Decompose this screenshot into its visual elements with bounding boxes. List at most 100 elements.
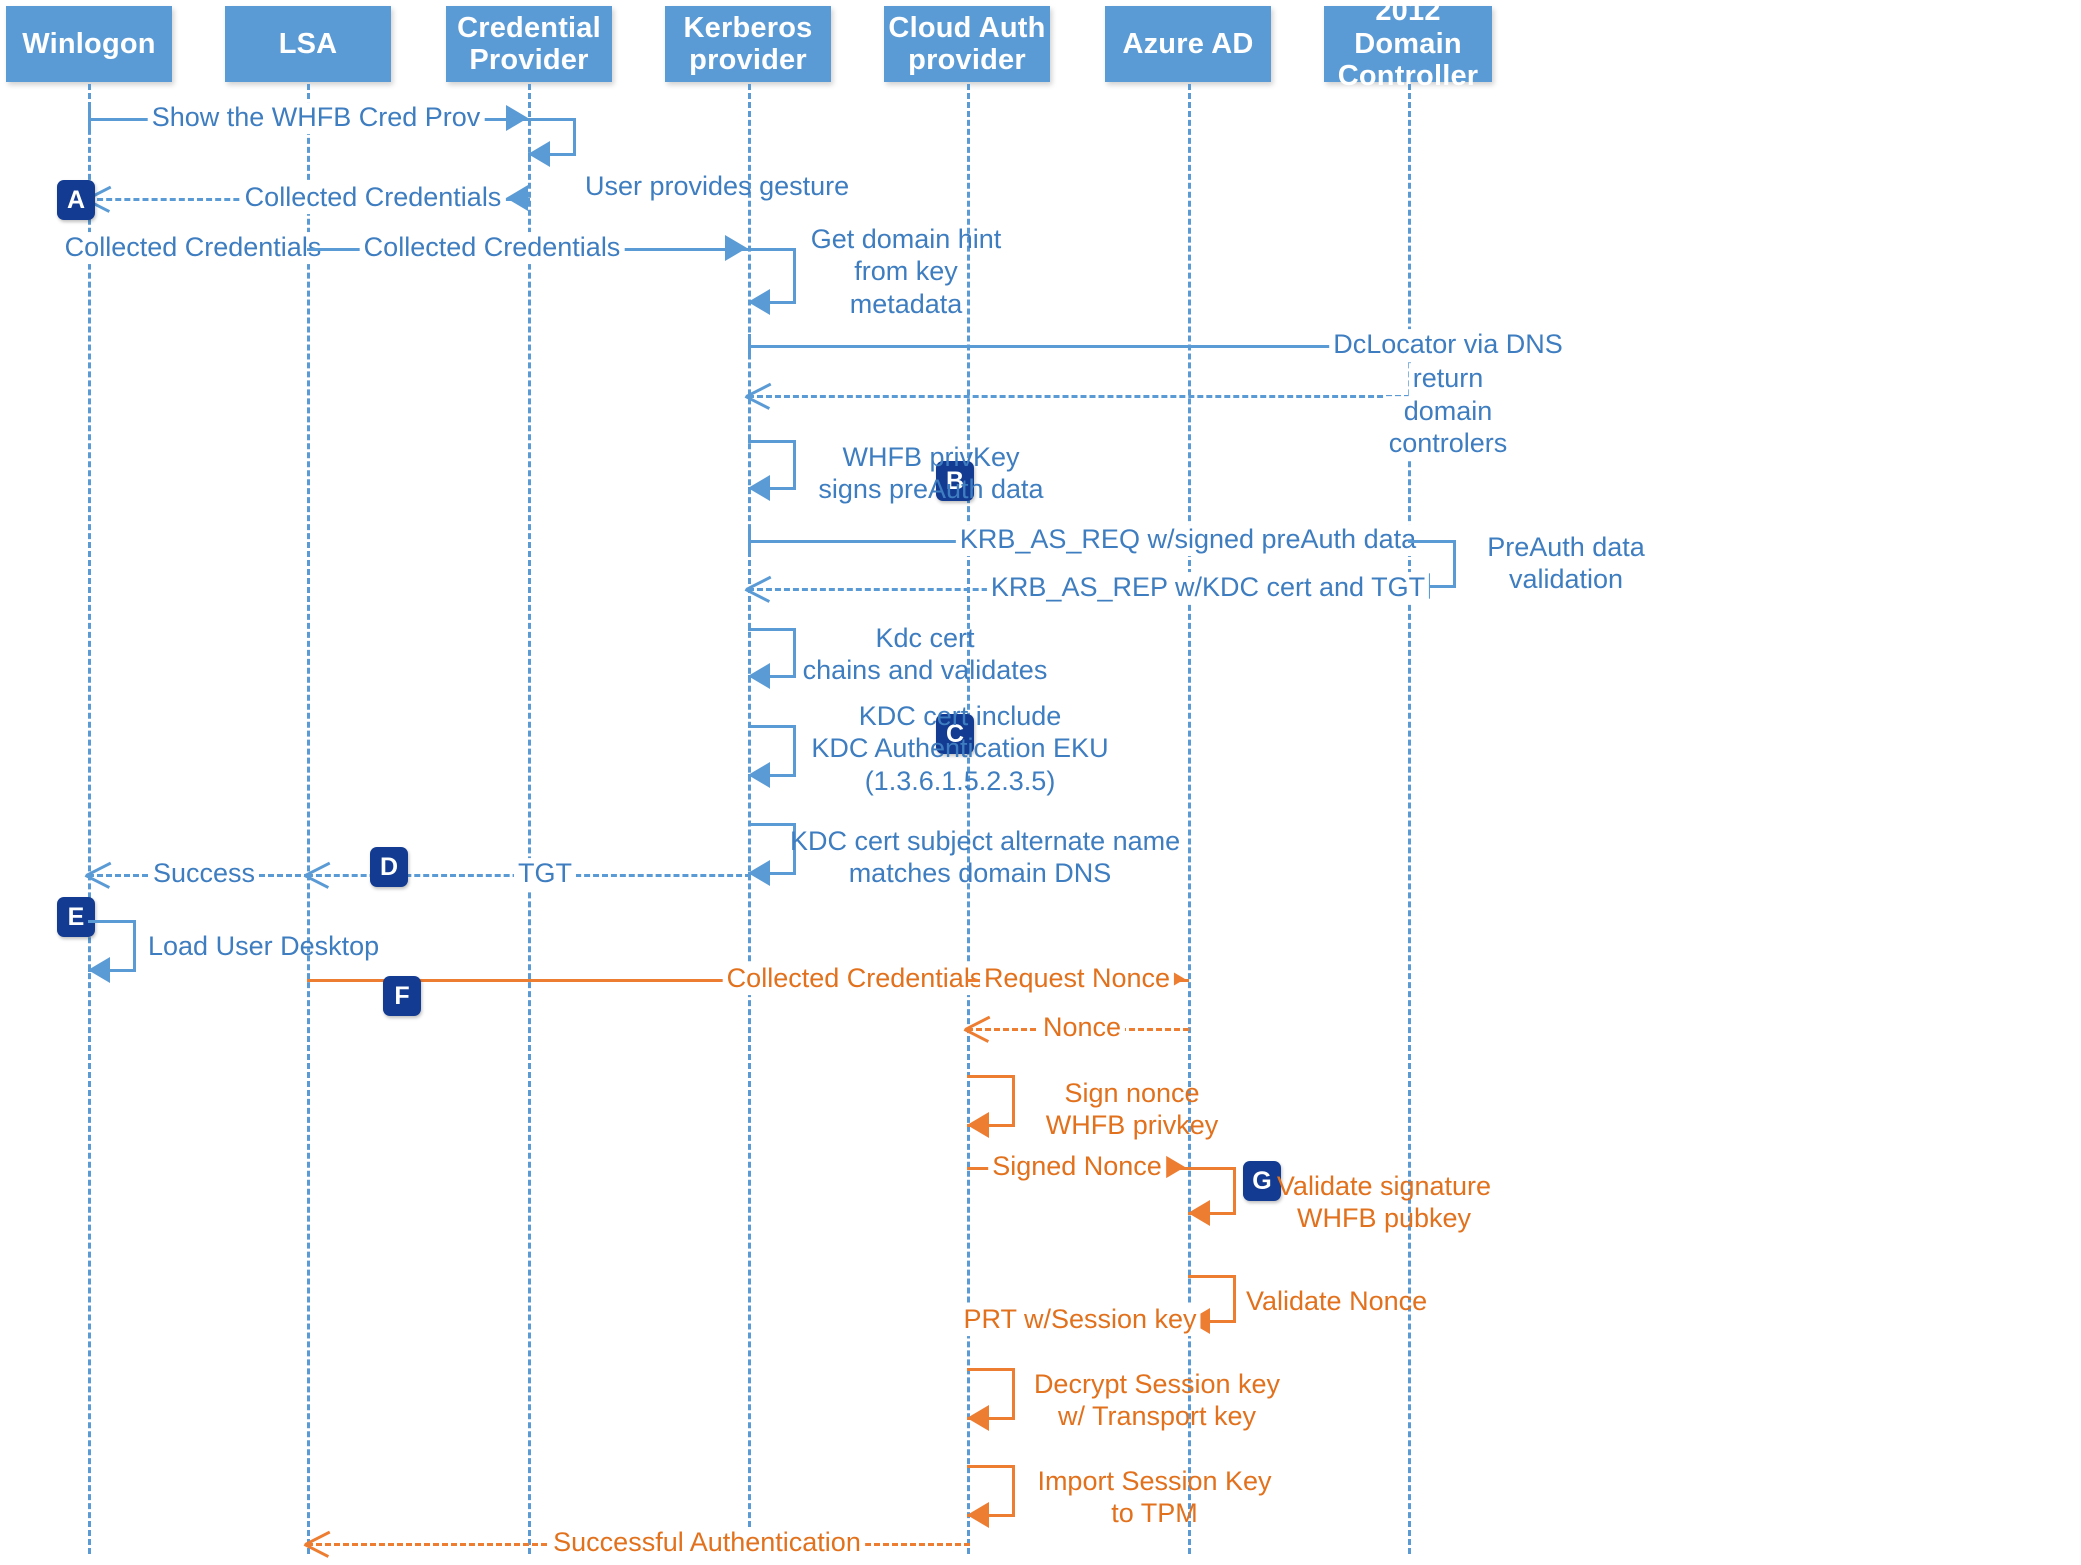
selfcall-label-s05-line2: chains and validates: [802, 655, 1048, 686]
selfcall-side-segment: [1453, 540, 1456, 588]
selfcall-bottom-segment: [1188, 1212, 1236, 1215]
selfcall-side-segment: [793, 248, 796, 304]
step-badge-e: E: [57, 897, 95, 937]
selfcall-top-segment: [528, 118, 576, 121]
actor-box-lsa[interactable]: LSA: [225, 6, 391, 82]
selfcall-side-segment: [1233, 1167, 1236, 1215]
selfcall-label-s09: Sign nonce WHFB privkey: [1022, 1077, 1242, 1142]
arrowhead-right: [725, 235, 747, 261]
selfcall-label-s03: WHFB privKey signs preAuth data: [806, 441, 1056, 506]
actor-label-cloud-auth-provider: Cloud Auth provider: [888, 11, 1046, 76]
actor-box-kerberos-provider[interactable]: Kerberos provider: [665, 6, 831, 82]
selfcall-bottom-segment: [748, 774, 796, 777]
actor-box-winlogon[interactable]: Winlogon: [6, 6, 172, 82]
selfcall-top-segment: [748, 440, 796, 443]
selfcall-side-segment: [793, 823, 796, 875]
actor-label-kerberos-provider: Kerberos provider: [683, 11, 813, 76]
message-label-m05: DcLocator via DNS: [1329, 329, 1567, 361]
selfcall-bottom-segment: [88, 969, 136, 972]
arrowhead-left: [967, 1112, 989, 1138]
selfcall-top-segment: [88, 920, 136, 923]
actor-label-2012-domain-controller: 2012 Domain Controller: [1337, 0, 1479, 93]
selfcall-label-s12: Decrypt Session key w/ Transport key: [1022, 1368, 1292, 1433]
actor-box-azure-ad[interactable]: Azure AD: [1105, 6, 1271, 82]
arrowhead-left: [967, 1405, 989, 1431]
step-badge-e-label: E: [67, 902, 85, 931]
arrowhead-left: [1188, 1200, 1210, 1226]
selfcall-kdc-cert-san-matches-domain-dns: [748, 823, 796, 886]
step-badge-a: A: [57, 180, 95, 220]
selfcall-label-s01: User provides gesture: [585, 171, 850, 201]
selfcall-get-domain-hint: [748, 248, 796, 315]
selfcall-label-s12-line1: Decrypt Session key: [1033, 1369, 1281, 1399]
actor-label-winlogon: Winlogon: [22, 27, 156, 60]
message-label-m14: Signed Nonce: [988, 1151, 1166, 1183]
arrowhead-left: [88, 957, 110, 983]
selfcall-label-s06-line3: (1.3.6.1.5.2.3.5): [864, 765, 1056, 796]
arrowhead-left: [748, 860, 770, 886]
selfcall-label-s10: Validate signature WHFB pubkey: [1244, 1170, 1524, 1235]
selfcall-bottom-segment: [748, 301, 796, 304]
step-badge-g-label: G: [1252, 1166, 1272, 1195]
selfcall-top-segment: [748, 725, 796, 728]
selfcall-side-segment: [1012, 1075, 1015, 1127]
lifeline-credprov: [528, 84, 531, 1554]
lifeline-lsa: [307, 84, 310, 1554]
arrowhead-left: [748, 663, 770, 689]
selfcall-bottom-segment: [1408, 585, 1456, 588]
selfcall-label-s07-line2: matches domain DNS: [848, 858, 1112, 889]
selfcall-label-s05: Kdc cert chains and validates: [795, 622, 1055, 687]
selfcall-top-segment: [748, 628, 796, 631]
actor-box-2012-domain-controller[interactable]: 2012 Domain Controller: [1324, 0, 1492, 92]
actor-box-cloud-auth-provider[interactable]: Cloud Auth provider: [884, 6, 1050, 82]
selfcall-validate-signature-whfb-pubkey: [1188, 1167, 1236, 1226]
selfcall-label-s04-line1: PreAuth data: [1487, 532, 1645, 562]
selfcall-label-s13: Import Session Key to TPM: [1022, 1465, 1287, 1530]
actor-box-credential-provider[interactable]: Credential Provider: [446, 6, 612, 82]
selfcall-label-s10-line1: Validate signature: [1276, 1171, 1492, 1201]
arrowhead-left: [748, 475, 770, 501]
message-label-m02: Collected Credentials: [240, 182, 506, 214]
arrowhead-left: [506, 185, 528, 211]
selfcall-user-provides-gesture: [528, 118, 576, 167]
selfcall-bottom-segment: [748, 487, 796, 490]
selfcall-side-segment: [793, 440, 796, 490]
selfcall-top-segment: [1188, 1275, 1236, 1278]
actor-label-credential-provider: Credential Provider: [457, 11, 601, 76]
arrowhead-left: [748, 762, 770, 788]
selfcall-label-s09-line2: WHFB privkey: [1045, 1110, 1219, 1141]
step-badge-f: F: [383, 976, 421, 1016]
arrowhead-open-left: [746, 382, 772, 408]
selfcall-side-segment: [1012, 1368, 1015, 1420]
selfcall-label-s04-line2: validation: [1508, 564, 1624, 595]
lifeline-kerberos: [748, 84, 751, 1554]
message-label-m08: KRB_AS_REP w/KDC cert and TGT: [986, 572, 1430, 604]
lifeline-azuread: [1188, 84, 1191, 1554]
selfcall-top-segment: [748, 248, 796, 251]
step-badge-g: G: [1243, 1161, 1281, 1201]
message-label-m01: Show the WHFB Cred Prov: [147, 102, 485, 134]
step-badge-a-label: A: [66, 185, 86, 214]
selfcall-label-s02: Get domain hint from key metadata: [806, 223, 1006, 320]
arrowhead-left: [967, 1502, 989, 1528]
selfcall-top-segment: [1188, 1167, 1236, 1170]
selfcall-label-s07: KDC cert subject alternate name matches …: [790, 825, 1180, 890]
selfcall-label-s02-line1: Get domain hint: [810, 224, 1002, 254]
selfcall-side-segment: [1233, 1275, 1236, 1323]
message-label-m10: Success: [148, 858, 260, 890]
selfcall-kdc-cert-include-eku: [748, 725, 796, 788]
selfcall-decrypt-session-key: [967, 1368, 1015, 1431]
selfcall-side-segment: [793, 628, 796, 678]
selfcall-label-s13-line2: to TPM: [1111, 1498, 1198, 1529]
step-badge-b-label: B: [945, 466, 965, 495]
selfcall-kdc-cert-chains-validates: [748, 628, 796, 689]
step-badge-d-label: D: [379, 852, 399, 881]
lifeline-winlogon: [88, 84, 91, 1554]
actor-label-azure-ad: Azure AD: [1122, 27, 1254, 60]
selfcall-label-s04: PreAuth data validation: [1466, 531, 1666, 596]
selfcall-top-segment: [1408, 540, 1456, 543]
selfcall-label-s09-line1: Sign nonce: [1064, 1078, 1200, 1108]
step-badge-c-label: C: [945, 719, 965, 748]
arrowhead-right: [1163, 1154, 1185, 1180]
